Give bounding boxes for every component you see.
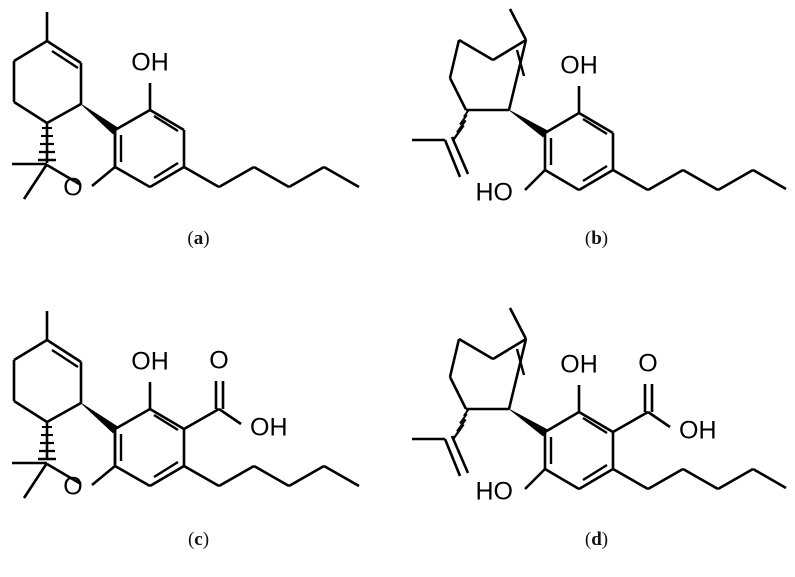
benzene-ring-d bbox=[543, 410, 615, 491]
panel-b-structure: OH HO bbox=[412, 8, 787, 207]
gem-dimethyl-c bbox=[12, 461, 49, 499]
pentyl-chain-a bbox=[183, 165, 360, 189]
bond-o-aryl-a bbox=[91, 165, 116, 188]
cyclohexene-ring-d bbox=[448, 337, 528, 411]
panel-a-structure: O OH bbox=[12, 12, 360, 202]
panel-a-label-letter: a bbox=[193, 228, 204, 249]
bond-o-aryl-c bbox=[91, 464, 116, 487]
hashed-wedge-b bbox=[452, 109, 470, 141]
panel-a-label: (a) bbox=[0, 228, 397, 250]
panel-d-label-paren-open: ( bbox=[584, 529, 592, 550]
benzene-ring-a bbox=[113, 108, 186, 189]
pentyl-chain-d bbox=[612, 467, 787, 491]
phenol-oh-label-c: OH bbox=[131, 348, 169, 376]
phenol-oh-label-a: OH bbox=[131, 49, 169, 77]
bond-phenol-bottom-d bbox=[524, 468, 546, 490]
benzene-ring-b bbox=[543, 111, 615, 192]
carboxyl-group-d bbox=[612, 384, 671, 434]
panel-c-label: (c) bbox=[0, 529, 397, 551]
isopropenyl-group-d bbox=[412, 435, 470, 477]
panel-a-label-paren-open: ( bbox=[187, 228, 194, 249]
panel-d-label-letter: d bbox=[591, 529, 602, 550]
phenol-ho-bottom-label-b: HO bbox=[476, 179, 514, 207]
panel-b: OH HO (b) bbox=[398, 0, 795, 288]
methyl-group-b bbox=[508, 8, 528, 41]
cyclohexene-ring-c bbox=[12, 338, 83, 424]
panel-c-structure: O OH bbox=[12, 311, 360, 501]
solid-wedge-b bbox=[508, 109, 549, 138]
phenol-oh-top-label-d: OH bbox=[560, 351, 598, 379]
benzene-ring-c bbox=[113, 407, 186, 488]
solid-wedge-a bbox=[80, 103, 119, 135]
ring-oxygen-label-a: O bbox=[63, 174, 82, 202]
panel-b-label-letter: b bbox=[591, 228, 602, 249]
gem-dimethyl-a bbox=[12, 162, 49, 200]
solid-wedge-d bbox=[508, 408, 549, 437]
hashed-wedge-c bbox=[38, 426, 56, 461]
pentyl-chain-b bbox=[612, 168, 787, 192]
panel-d-structure: OH HO O OH bbox=[412, 307, 787, 506]
hashed-wedge-d bbox=[452, 408, 470, 440]
panel-d-label-paren-close: ) bbox=[601, 529, 609, 550]
acid-oh-label-c: OH bbox=[250, 414, 288, 442]
solid-wedge-c bbox=[80, 402, 119, 434]
pentyl-chain-c bbox=[183, 464, 360, 488]
panel-b-label-paren-open: ( bbox=[584, 228, 592, 249]
phenol-ho-bottom-label-d: HO bbox=[476, 478, 514, 506]
isopropenyl-group-b bbox=[412, 136, 470, 178]
panel-c-label-paren-close: ) bbox=[202, 529, 210, 550]
acid-oh-label-d: OH bbox=[679, 417, 717, 445]
ring-oxygen-label-c: O bbox=[63, 473, 82, 501]
phenol-oh-top-label-b: OH bbox=[560, 52, 598, 80]
panel-d-label: (d) bbox=[398, 529, 795, 551]
panel-a-label-paren-close: ) bbox=[203, 228, 210, 249]
panel-c: O OH bbox=[0, 289, 397, 577]
panel-b-label: (b) bbox=[398, 228, 795, 250]
methyl-group-d bbox=[508, 307, 528, 340]
carbonyl-oxygen-label-c: O bbox=[209, 347, 228, 375]
panel-d: OH HO O OH (d) bbox=[398, 289, 795, 577]
carbonyl-oxygen-label-d: O bbox=[638, 350, 657, 378]
panel-c-label-paren-open: ( bbox=[187, 529, 195, 550]
carboxyl-group-c bbox=[183, 381, 242, 431]
panel-a: O OH bbox=[0, 0, 397, 288]
panel-c-label-letter: c bbox=[194, 529, 203, 550]
bond-phenol-bottom-b bbox=[524, 169, 546, 191]
panel-b-label-paren-close: ) bbox=[601, 228, 609, 249]
cyclohexene-ring-b bbox=[448, 38, 528, 112]
hashed-wedge-a bbox=[38, 127, 56, 162]
cyclohexene-ring-a bbox=[12, 39, 83, 125]
